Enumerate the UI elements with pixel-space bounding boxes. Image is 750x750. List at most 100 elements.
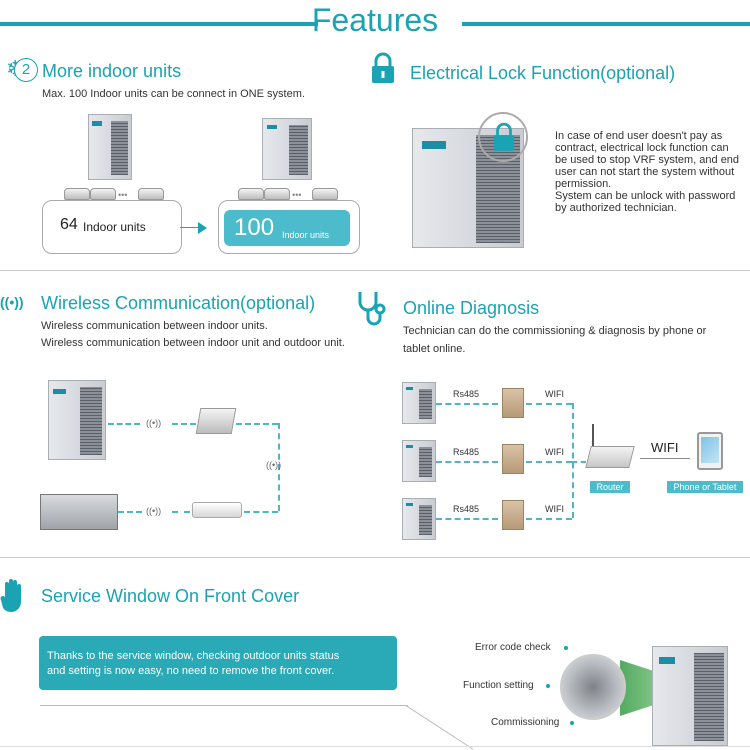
dots: ••• <box>118 190 128 200</box>
diagnosis-line2: tablet online. <box>403 343 466 355</box>
rs485-label: Rs485 <box>453 389 480 399</box>
lock-line: In case of end user doesn't pay as <box>555 130 723 142</box>
link-line <box>236 423 278 425</box>
error-code-label: Error code check <box>475 642 551 653</box>
arrow-right-icon <box>198 222 207 234</box>
cassette-unit-image <box>90 188 116 200</box>
wifi-module-image <box>502 444 524 474</box>
bottom-line <box>0 746 750 747</box>
link-line-vertical <box>572 403 574 518</box>
lock-circle-icon <box>478 112 528 162</box>
link-line <box>572 461 586 463</box>
link-line <box>172 511 190 513</box>
lock-title: Electrical Lock Function(optional) <box>410 63 676 83</box>
left-count-box <box>42 200 182 254</box>
wifi-label: WIFI <box>545 504 564 514</box>
left-count-label: Indoor units <box>83 220 146 234</box>
signal-icon: ((•)) <box>266 460 282 470</box>
lock-line: by authorized technician. <box>555 202 677 214</box>
more-units-desc: Max. 100 Indoor units can be connect in … <box>42 88 305 100</box>
outdoor-unit-image <box>402 440 436 482</box>
dots: ••• <box>292 190 302 200</box>
section-divider <box>0 270 750 271</box>
service-note-box <box>39 636 397 690</box>
header-line-right <box>462 22 750 26</box>
wall-unit-image <box>192 502 242 518</box>
left-count-number: 64 <box>60 216 78 233</box>
rs485-label: Rs485 <box>453 504 480 514</box>
bullet <box>546 684 550 688</box>
lock-line: permission. <box>555 178 612 190</box>
link-line <box>526 403 572 405</box>
wireless-line2: Wireless communication between indoor un… <box>41 337 345 349</box>
link-line <box>436 403 498 405</box>
hand-icon <box>0 578 26 614</box>
function-setting-label: Function setting <box>463 680 534 691</box>
signal-icon: ((•)) <box>146 418 162 428</box>
service-window-zoom-image <box>560 654 626 720</box>
outdoor-unit-image <box>262 118 312 180</box>
lock-line: be used to stop VRF system, and end <box>555 154 740 166</box>
router-antenna <box>592 424 594 446</box>
link-line <box>436 461 498 463</box>
wifi-line <box>640 458 690 459</box>
commissioning-label: Commissioning <box>491 717 560 728</box>
outdoor-unit-image <box>402 382 436 424</box>
link-line <box>526 518 572 520</box>
link-line <box>118 511 142 513</box>
wireless-icon: ((•)) <box>0 294 24 310</box>
diagnosis-title: Online Diagnosis <box>403 298 540 318</box>
wifi-module-image <box>502 388 524 418</box>
right-count-label: Indoor units <box>282 230 330 240</box>
service-line1: Thanks to the service window, checking o… <box>47 650 340 662</box>
more-units-title: More indoor units <box>42 61 182 81</box>
router-label: Router <box>590 481 630 493</box>
wifi-big-label: WIFI <box>651 440 679 455</box>
bullet <box>570 721 574 725</box>
tablet-image <box>697 432 723 470</box>
wifi-label: WIFI <box>545 447 564 457</box>
cassette-unit-image <box>312 188 338 200</box>
wireless-title: Wireless Communication(optional) <box>41 293 316 313</box>
lock-icon <box>370 52 396 84</box>
router-image <box>585 446 635 468</box>
header-line-left <box>0 22 318 26</box>
decor-line-diagonal <box>405 705 474 750</box>
wifi-module-image <box>502 500 524 530</box>
link-line-vertical <box>278 423 280 511</box>
signal-icon: ((•)) <box>146 506 162 516</box>
right-count-number: 100 <box>234 214 275 241</box>
outdoor-unit-image <box>88 114 132 180</box>
link-line <box>526 461 572 463</box>
rs485-label: Rs485 <box>453 447 480 457</box>
link-line <box>436 518 498 520</box>
cassette-unit-image <box>264 188 290 200</box>
stethoscope-icon <box>356 290 390 328</box>
duct-unit-image <box>40 494 118 530</box>
outdoor-unit-image <box>402 498 436 540</box>
outdoor-unit-image <box>48 380 106 460</box>
cassette-unit-image <box>195 408 237 434</box>
link-line <box>172 423 196 425</box>
section-divider <box>0 557 750 558</box>
link-line <box>244 511 278 513</box>
cassette-unit-image <box>238 188 264 200</box>
lock-badge-icon <box>492 122 516 152</box>
page-title: Features <box>311 2 439 38</box>
cassette-unit-image <box>64 188 90 200</box>
wifi-label: WIFI <box>545 389 564 399</box>
link-line <box>108 423 140 425</box>
service-line2: and setting is now easy, no need to remo… <box>47 665 335 677</box>
phone-tablet-label: Phone or Tablet <box>667 481 743 493</box>
number-badge: 2 <box>14 58 38 82</box>
lock-line: System can be unlock with password <box>555 190 736 202</box>
right-count-fill <box>224 210 350 246</box>
cassette-unit-image <box>138 188 164 200</box>
wireless-line1: Wireless communication between indoor un… <box>41 320 268 332</box>
decor-line <box>40 705 408 706</box>
outdoor-unit-image <box>652 646 728 746</box>
lock-line: contract, electrical lock function can <box>555 142 729 154</box>
lock-line: user can not start the system without <box>555 166 735 178</box>
bullet <box>564 646 568 650</box>
diagnosis-line1: Technician can do the commissioning & di… <box>403 325 707 337</box>
